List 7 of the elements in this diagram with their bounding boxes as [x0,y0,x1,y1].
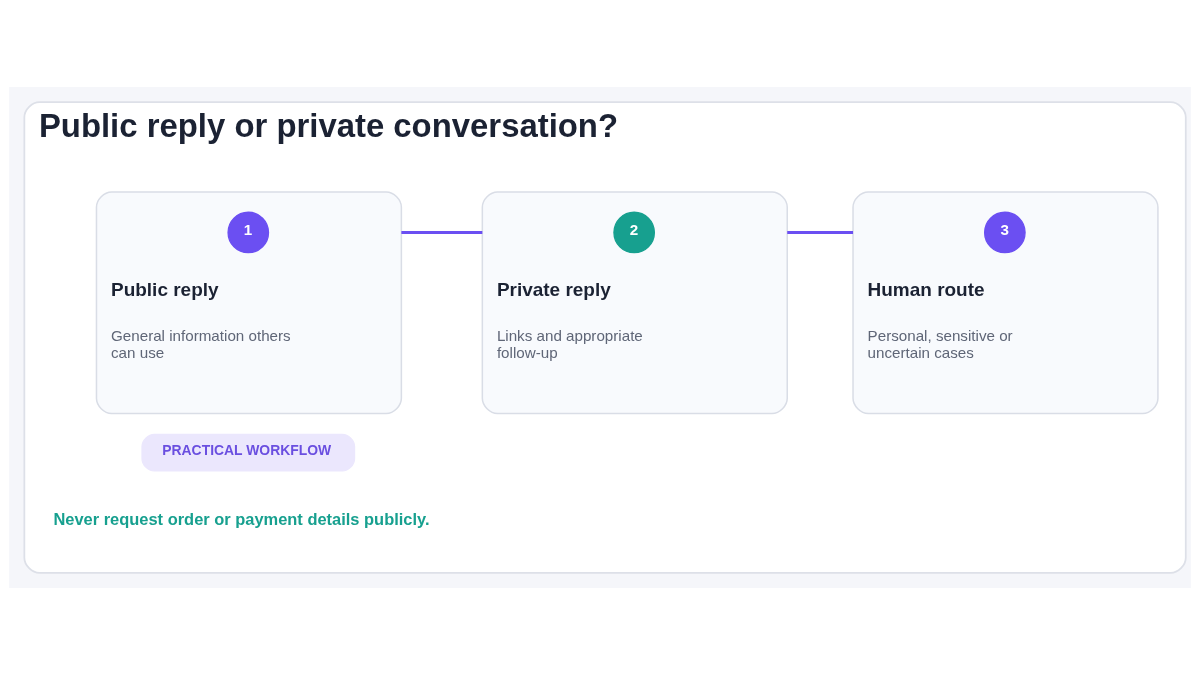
node-circle: 3 [983,211,1026,254]
connector [787,231,854,234]
node-box: PRACTICAL WORKFLOW [141,433,356,472]
label: Never request order or payment details publicly. [53,510,430,529]
connector [401,231,483,234]
node-circle: 2 [613,211,656,254]
node-circle: 1 [227,211,270,254]
